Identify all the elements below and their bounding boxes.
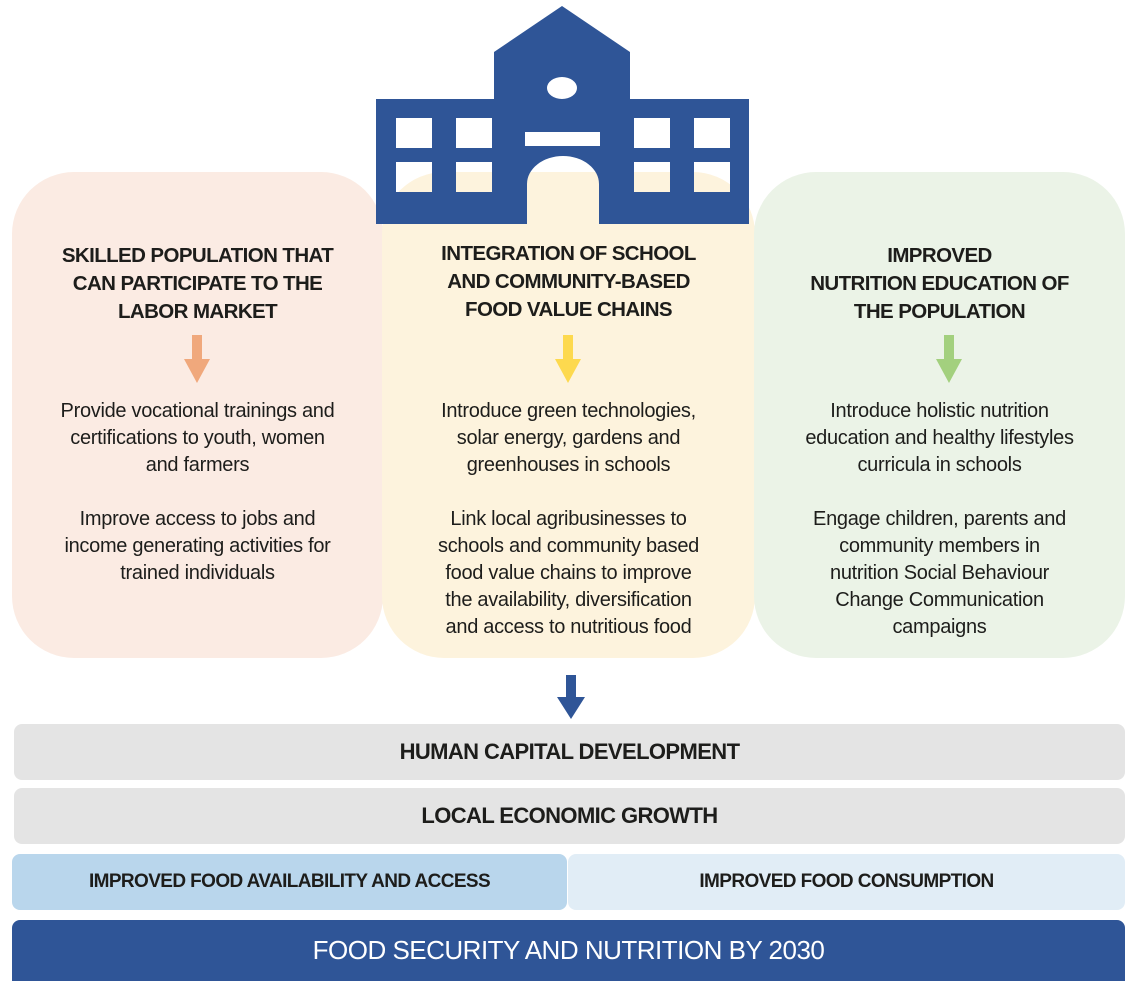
panel-item: Provide vocational trainings and certifi… bbox=[60, 400, 335, 476]
panel-item: Introduce holistic nutrition education a… bbox=[805, 400, 1074, 476]
panel-heading: INTEGRATION OF SCHOOL AND COMMUNITY-BASE… bbox=[441, 242, 696, 321]
panel-skilled-population: SKILLED POPULATION THAT CAN PARTICIPATE … bbox=[12, 172, 383, 658]
panel-food-value-chains: INTEGRATION OF SCHOOL AND COMMUNITY-BASE… bbox=[382, 172, 755, 658]
panel-item: Improve access to jobs and income genera… bbox=[64, 508, 331, 584]
outcome-food-consumption: IMPROVED FOOD CONSUMPTION bbox=[568, 854, 1125, 910]
panel-heading: SKILLED POPULATION THAT CAN PARTICIPATE … bbox=[61, 244, 334, 323]
arrow-down-icon bbox=[557, 675, 585, 719]
goal-food-security: FOOD SECURITY AND NUTRITION BY 2030 bbox=[12, 920, 1125, 981]
panel-item: Engage children, parents and community m… bbox=[813, 508, 1066, 638]
outcome-human-capital: HUMAN CAPITAL DEVELOPMENT bbox=[14, 724, 1125, 780]
arrow-down-icon bbox=[936, 335, 962, 383]
panel-item: Link local agribusinesses to schools and… bbox=[438, 508, 699, 638]
arrow-down-icon bbox=[184, 335, 210, 383]
outcome-economic-growth: LOCAL ECONOMIC GROWTH bbox=[14, 788, 1125, 844]
arrow-down-icon bbox=[555, 335, 581, 383]
panel-item: Introduce green technologies, solar ener… bbox=[441, 400, 696, 476]
panel-nutrition-education: IMPROVED NUTRITION EDUCATION OF THE POPU… bbox=[754, 172, 1125, 658]
panel-heading: IMPROVED NUTRITION EDUCATION OF THE POPU… bbox=[810, 244, 1069, 323]
school-building-icon bbox=[376, 6, 749, 224]
panel-body: Introduce holistic nutrition education a… bbox=[760, 398, 1119, 668]
panel-body: Introduce green technologies, solar ener… bbox=[388, 398, 749, 668]
outcome-food-availability: IMPROVED FOOD AVAILABILITY AND ACCESS bbox=[12, 854, 567, 910]
panel-body: Provide vocational trainings and certifi… bbox=[18, 398, 377, 614]
